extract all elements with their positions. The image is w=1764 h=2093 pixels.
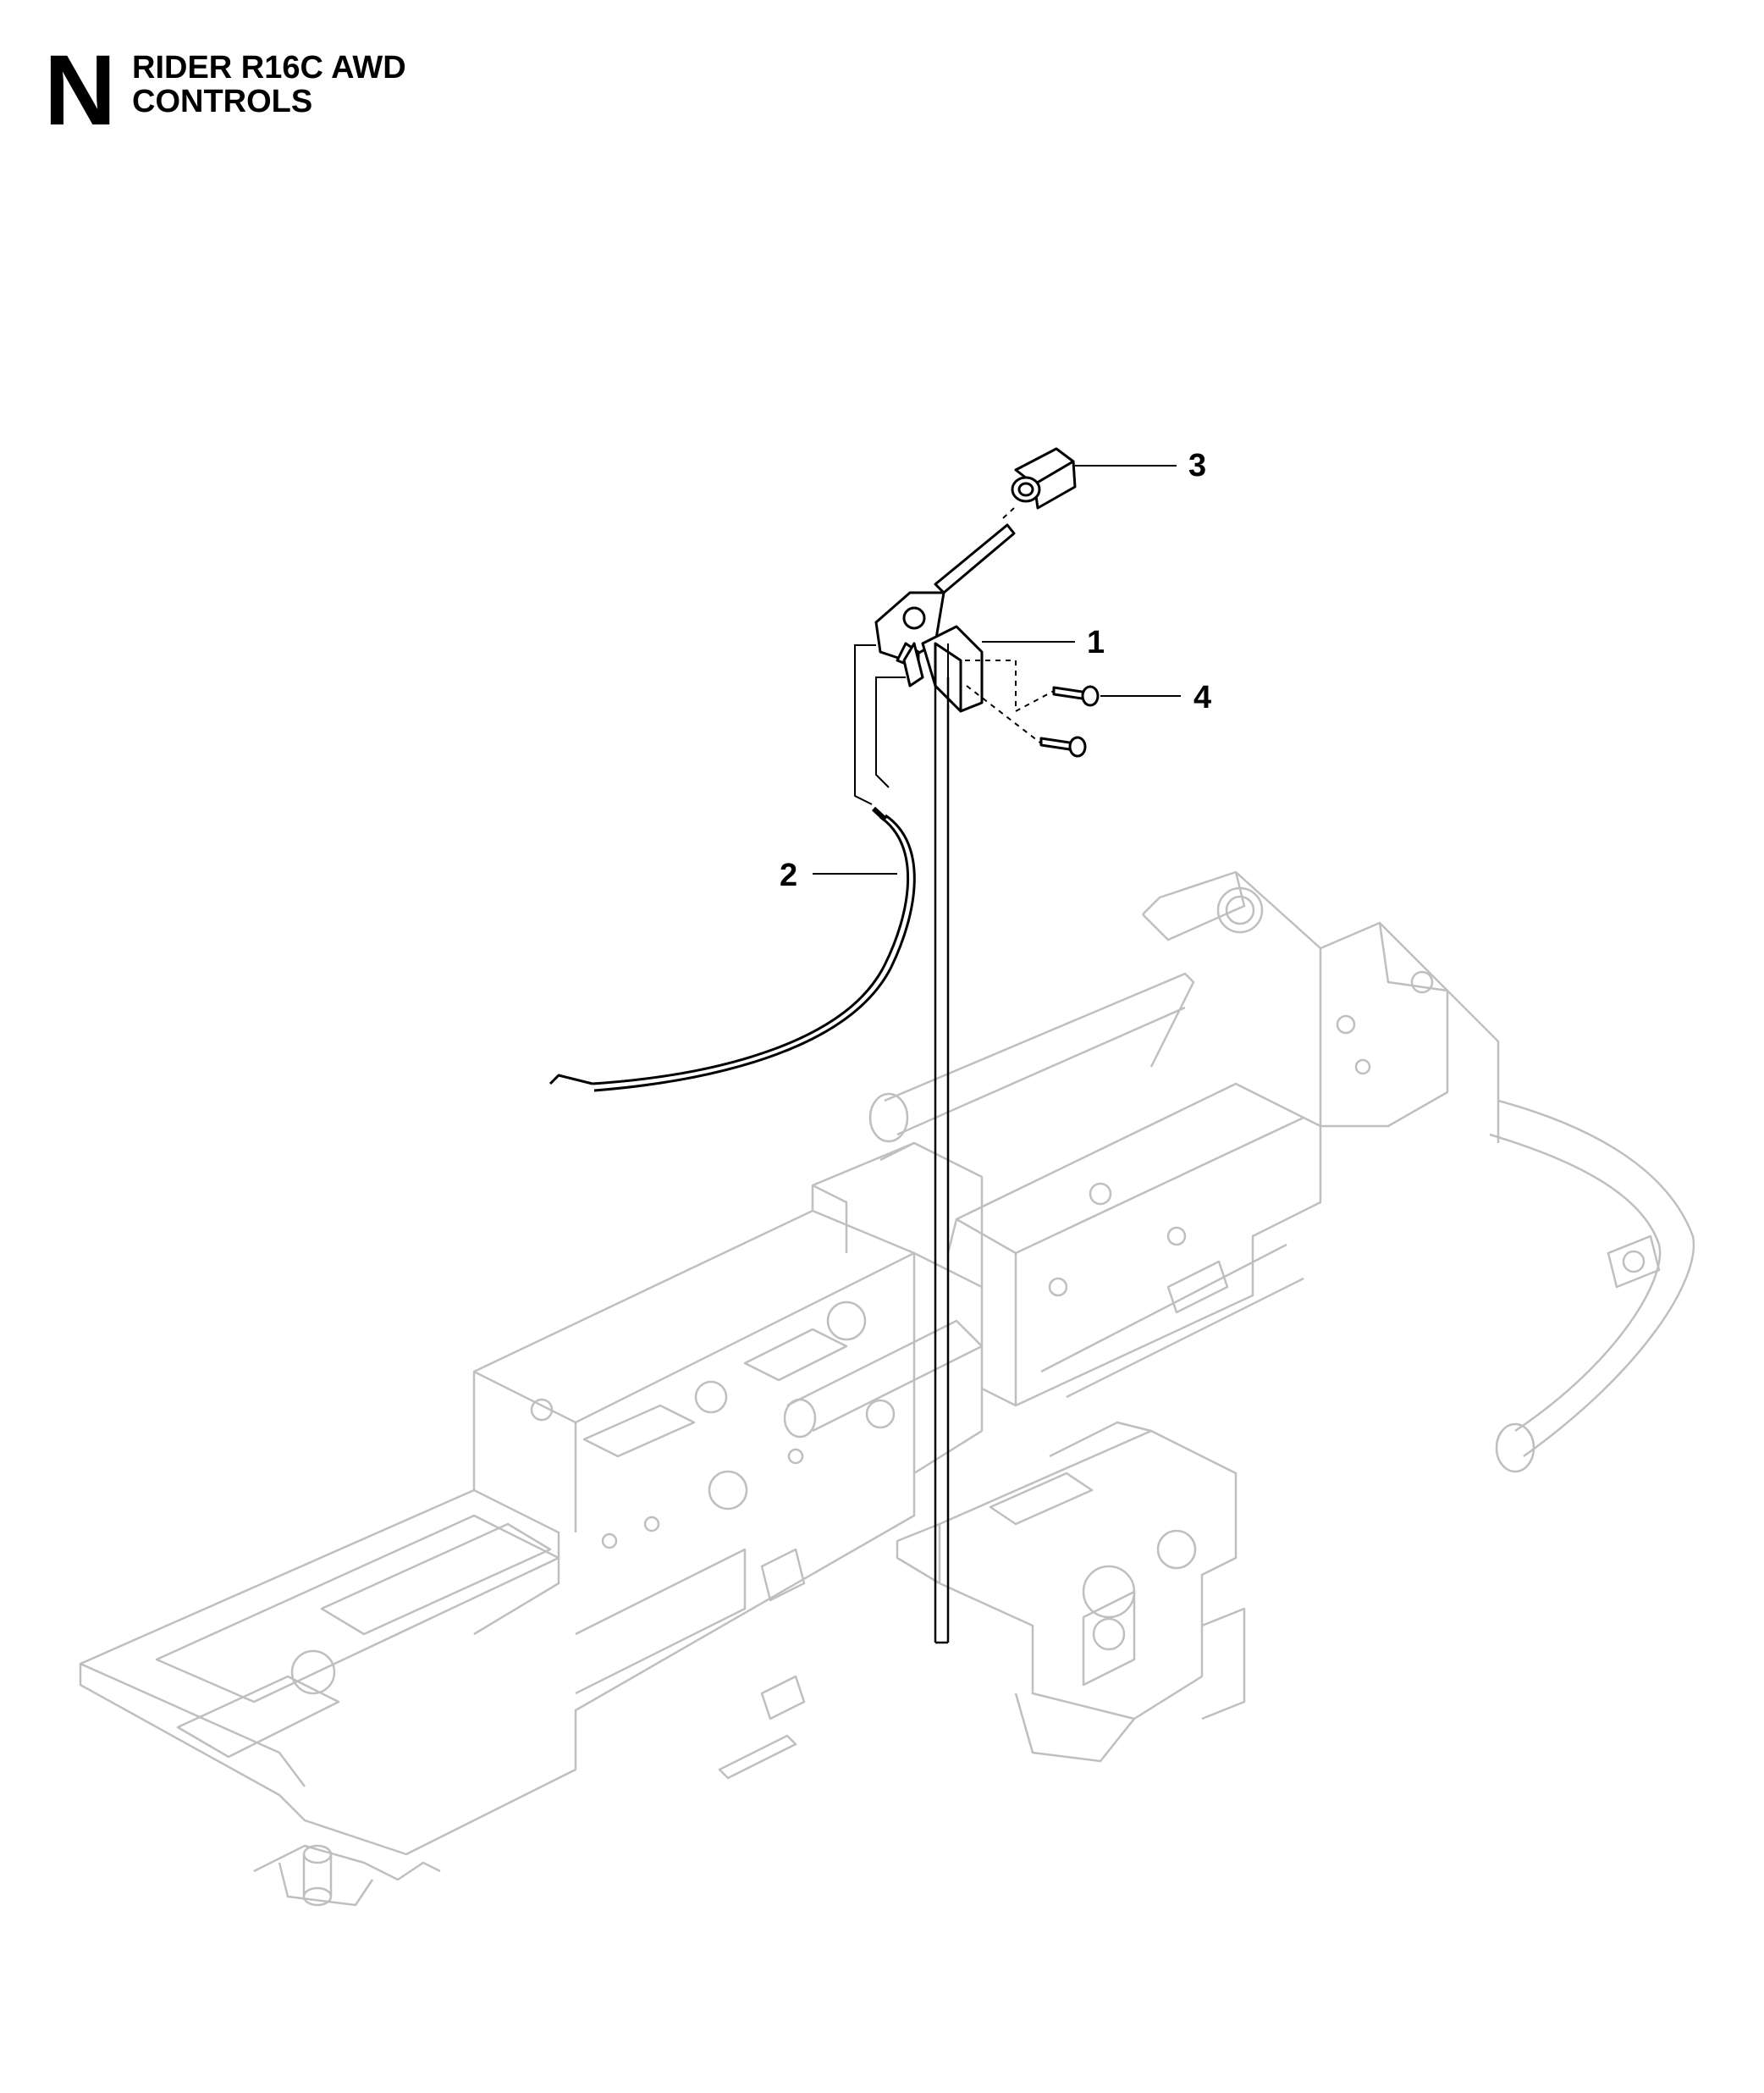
part-2-throttle-cable — [548, 806, 916, 1092]
title-line-model: RIDER R16C AWD — [132, 50, 406, 86]
callout-3: 3 — [1188, 448, 1206, 483]
title-line-section: CONTROLS — [132, 84, 313, 119]
callout-2: 2 — [780, 858, 797, 893]
callout-leaders — [813, 465, 1181, 875]
section-letter: N — [44, 35, 117, 146]
assembly-lines — [854, 507, 1055, 805]
callout-4: 4 — [1193, 680, 1211, 715]
part-3-control-knob — [1011, 447, 1077, 510]
part-4-screws — [1039, 685, 1100, 758]
chassis-frame — [79, 870, 1695, 1907]
callout-1: 1 — [1087, 625, 1105, 660]
part-1-lever-bracket — [874, 523, 1016, 713]
throttle-rod — [934, 677, 950, 1644]
page-title: RIDER R16C AWD CONTROLS — [132, 51, 406, 119]
